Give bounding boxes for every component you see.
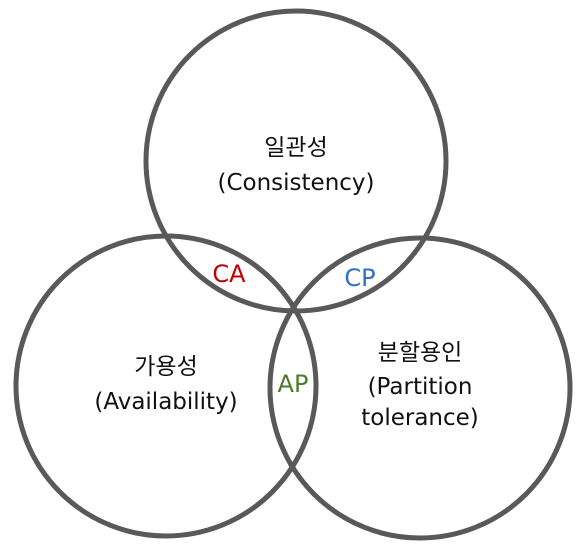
partition-tolerance-circle [267, 235, 573, 541]
partition-label-korean: 분할용인 [378, 340, 463, 366]
consistency-label-english: (Consistency) [217, 170, 374, 196]
partition-label-english-1: (Partition [368, 374, 473, 400]
consistency-circle [143, 8, 449, 314]
availability-label-korean: 가용성 [134, 354, 197, 380]
partition-label-english-2: tolerance) [361, 405, 479, 431]
ap-intersection-label: AP [278, 370, 309, 398]
ca-intersection-label: CA [212, 260, 246, 288]
consistency-label-korean: 일관성 [264, 135, 327, 161]
cp-intersection-label: CP [344, 264, 375, 292]
availability-circle [13, 233, 319, 539]
availability-label-english: (Availability) [94, 389, 237, 415]
